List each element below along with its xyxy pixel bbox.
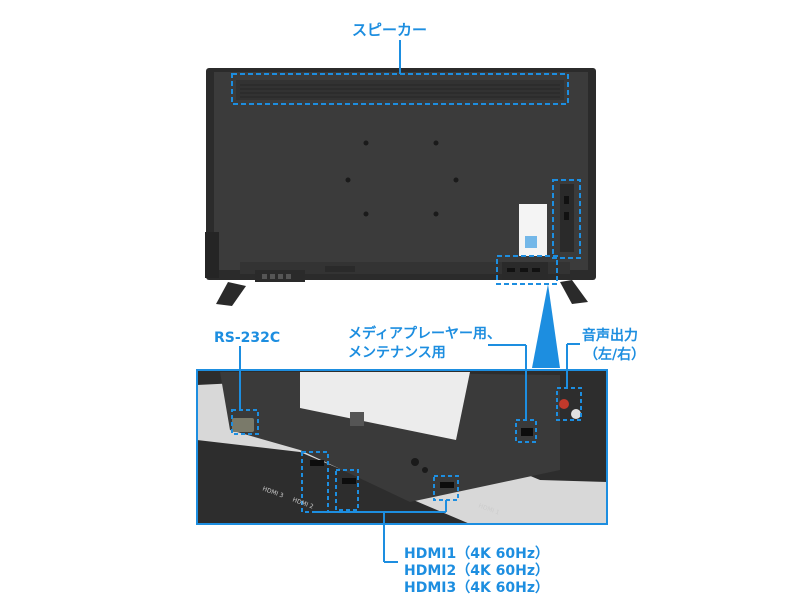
hdmi-port-icon [342, 478, 356, 484]
bottom-port-highlight [496, 255, 558, 285]
rs232c-label: RS-232C [214, 330, 281, 346]
audio-label-line1: 音声出力 [582, 328, 638, 344]
rca-jack-icon [559, 399, 569, 409]
usb-port-icon [521, 428, 533, 436]
rca-jack-icon [571, 409, 581, 419]
detail-border [196, 369, 608, 525]
usb-label-line1: メディアプレーヤー用、 [348, 326, 502, 342]
usb-label-line2: メンテナンス用 [348, 345, 446, 361]
hdmi-label-line3: HDMI3（4K 60Hz） [404, 580, 550, 596]
hdmi-port-icon [440, 482, 454, 488]
zoom-funnel [532, 284, 560, 368]
speaker-label: スピーカー [352, 21, 428, 39]
hdmi-label-line1: HDMI1（4K 60Hz） [404, 546, 550, 562]
side-port-highlight [552, 179, 581, 259]
tv-stand-right [560, 280, 588, 304]
serial-port-icon [232, 418, 254, 432]
rating-sticker [519, 204, 547, 256]
photo-sticker [300, 372, 470, 440]
hdmi-port-icon [310, 460, 324, 466]
audio-label-line2: （左/右） [584, 347, 646, 363]
tv-stand-left [216, 282, 246, 306]
hdmi-label-line2: HDMI2（4K 60Hz） [404, 563, 550, 579]
